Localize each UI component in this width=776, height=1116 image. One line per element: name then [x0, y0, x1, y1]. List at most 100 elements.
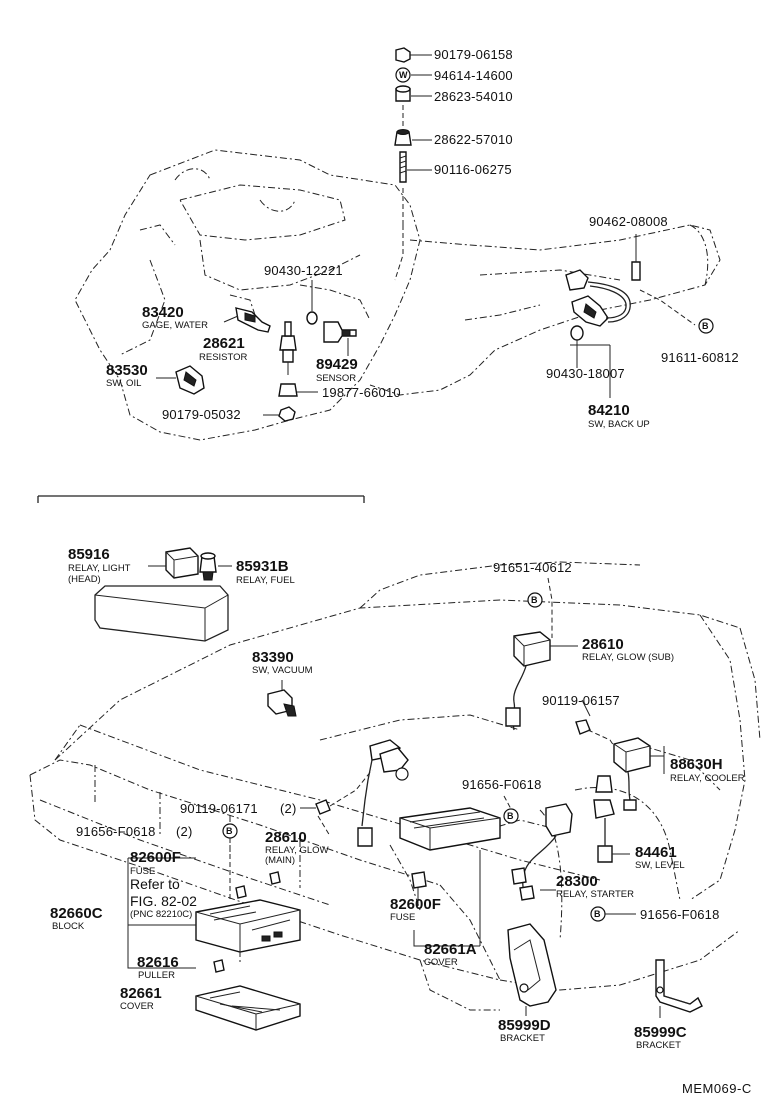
sensor-part	[323, 321, 357, 356]
part-number-label: 82660C	[50, 905, 103, 922]
diagram-code: MEM069-C	[682, 1081, 752, 1096]
puller-part	[213, 959, 225, 973]
part-number-label: 82600F	[390, 896, 441, 913]
svg-text:B: B	[507, 811, 514, 821]
part-description: BRACKET	[636, 1040, 681, 1051]
part-description: RELAY, FUEL	[236, 575, 295, 586]
part-description: SW, VACUUM	[252, 665, 313, 676]
part-number-label: 28621	[203, 335, 245, 352]
part-description: SENSOR	[316, 373, 357, 384]
part-number-label: 90119-06171	[180, 801, 258, 816]
stacked-leaders	[407, 54, 432, 171]
part-number-label: 85916	[68, 546, 110, 563]
part-number-label: 28610	[265, 829, 307, 846]
nut-part	[278, 406, 296, 422]
part-description: SW, BACK UP	[588, 419, 650, 430]
part-number-label: 90430-12221	[264, 263, 343, 278]
bracket-d-part	[507, 923, 557, 1016]
part-description: RELAY, LIGHT	[68, 563, 131, 574]
part-number-label: 89429	[316, 356, 358, 373]
relay-glow-main-part	[300, 739, 409, 847]
part-description: BRACKET	[500, 1033, 545, 1044]
part-description: SW, OIL	[106, 378, 142, 389]
part-number-label: 82600F	[130, 849, 181, 866]
part-number-label: 90179-05032	[162, 407, 241, 422]
part-number-label: 85999D	[498, 1017, 551, 1034]
part-number-label: 90116-06275	[434, 162, 512, 177]
bracket-c-part	[655, 959, 703, 1018]
oil-switch-part	[156, 365, 205, 395]
part-number-label: 85999C	[634, 1024, 687, 1041]
part-number-label: 91656-F0618	[462, 777, 542, 792]
svg-text:B: B	[702, 321, 709, 331]
part-number-label: 94614-14600	[434, 68, 513, 83]
part-description: (MAIN)	[265, 855, 296, 866]
part-description: SW, LEVEL	[635, 860, 685, 871]
part-description: RELAY, STARTER	[556, 889, 634, 900]
part-number-label: 90462-08008	[589, 214, 668, 229]
part-number-label: 84210	[588, 402, 630, 419]
part-number-label: 82661	[120, 985, 162, 1002]
stacked-parts: W	[394, 47, 412, 281]
quantity-label: (2)	[176, 824, 193, 839]
part-number-label: 90179-06158	[434, 47, 513, 62]
part-description: COVER	[120, 1001, 154, 1012]
part-number-label: 91656-F0618	[76, 824, 156, 839]
part-number-label: 28623-54010	[434, 89, 513, 104]
gasket-part	[306, 311, 318, 325]
part-description: FUSE	[390, 912, 416, 923]
vacuum-switch-part	[267, 680, 297, 717]
part-number-label: 82616	[137, 954, 179, 971]
part-description: COVER	[424, 957, 458, 968]
part-description: (HEAD)	[68, 574, 101, 585]
svg-text:B: B	[531, 595, 538, 605]
cap-part	[278, 383, 298, 397]
part-number-label: 28610	[582, 636, 624, 653]
backup-switch-part	[565, 234, 696, 398]
relay-glow-sub-part	[505, 631, 578, 731]
part-number-label: 83530	[106, 362, 148, 379]
part-number-label: 83390	[252, 649, 294, 666]
part-description: GAGE, WATER	[142, 320, 208, 331]
part-number-label: 82661A	[424, 941, 477, 958]
relay-fuel-part	[199, 552, 232, 581]
svg-text:B: B	[226, 826, 233, 836]
fuse-block-part	[195, 899, 301, 962]
part-number-label: 91656-F0618	[640, 907, 720, 922]
engine-outline	[74, 149, 721, 441]
svg-text:B: B	[594, 909, 601, 919]
level-switch-part	[593, 775, 630, 863]
refer-pnc: (PNC 82210C)	[130, 909, 193, 920]
part-number-label: 85931B	[236, 558, 289, 575]
relay-cooler-part	[613, 737, 664, 811]
part-description: RELAY, COOLER	[670, 773, 745, 784]
part-number-label: 28622-57010	[434, 132, 513, 147]
car-body-outline	[29, 561, 761, 1011]
part-description: RELAY, GLOW	[265, 845, 329, 856]
part-description: RELAY, GLOW (SUB)	[582, 652, 675, 663]
part-number-label: 90430-18007	[546, 366, 625, 381]
part-number-label: 19877-66010	[322, 385, 401, 400]
refer-figure-link[interactable]: FIG. 82-02	[130, 893, 197, 909]
fuse-left-part	[269, 871, 281, 885]
relay-starter-part	[511, 803, 573, 901]
resistor-part	[279, 321, 297, 375]
bolt-part	[575, 719, 591, 735]
part-description: PULLER	[138, 970, 175, 981]
refer-line: Refer to	[130, 876, 180, 892]
part-description: BLOCK	[52, 921, 85, 932]
part-number-label: 83420	[142, 304, 184, 321]
gage-water-part	[223, 307, 271, 333]
quantity-label: (2)	[280, 801, 297, 816]
part-number-label: 91611-60812	[661, 350, 739, 365]
washer-marker-text: W	[399, 70, 408, 80]
part-number-label: 28300	[556, 873, 598, 890]
part-description: RESISTOR	[199, 352, 248, 363]
part-number-label: 88630H	[670, 756, 723, 773]
part-number-label: 84461	[635, 844, 677, 861]
relay-box-part	[399, 807, 501, 947]
part-number-label: 91651-40612	[493, 560, 572, 575]
part-description: FUSE	[130, 866, 156, 877]
